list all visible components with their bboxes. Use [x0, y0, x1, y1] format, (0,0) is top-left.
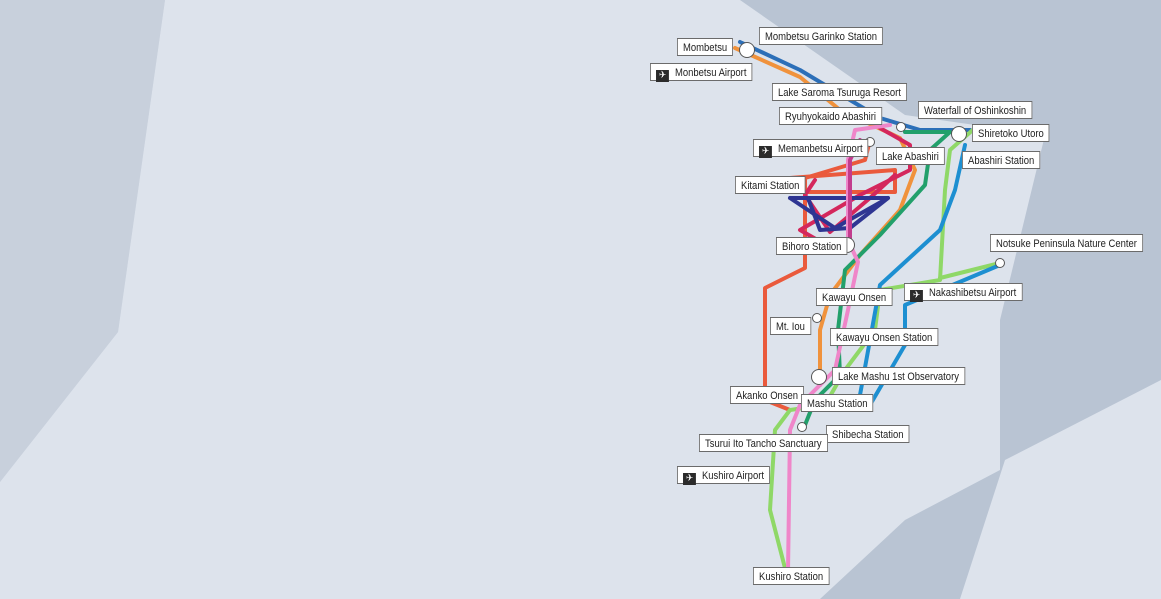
station-marker-shiretoko[interactable] [951, 126, 967, 142]
label-bihoro[interactable]: Bihoro Station [776, 237, 848, 255]
label-kawayu-station[interactable]: Kawayu Onsen Station [830, 328, 939, 346]
route-line-green [803, 130, 952, 427]
land-left [0, 0, 165, 482]
airplane-icon: ✈ [683, 473, 696, 485]
label-lake-saroma[interactable]: Lake Saroma Tsuruga Resort [772, 83, 907, 101]
label-text: Nakashibetsu Airport [928, 287, 1017, 299]
airplane-icon: ✈ [759, 146, 772, 158]
station-marker-mt-iou[interactable] [812, 313, 822, 323]
label-tsurui[interactable]: Tsurui Ito Tancho Sanctuary [699, 434, 828, 452]
land-east [960, 380, 1161, 599]
label-akanko[interactable]: Akanko Onsen [730, 386, 805, 404]
label-lake-mashu[interactable]: Lake Mashu 1st Observatory [832, 367, 965, 385]
route-line-crimson-2 [803, 173, 897, 234]
station-marker-lake-mashu[interactable] [811, 369, 827, 385]
label-abashiri-station[interactable]: Abashiri Station [962, 151, 1041, 169]
label-mombetsu[interactable]: Mombetsu [677, 38, 734, 56]
label-kushiro-station[interactable]: Kushiro Station [753, 567, 830, 585]
label-text: Kushiro Airport [701, 470, 764, 482]
label-monbetsu-airport[interactable]: ✈ Monbetsu Airport [650, 63, 753, 82]
airplane-icon: ✈ [656, 70, 669, 82]
label-mt-iou[interactable]: Mt. Iou [770, 317, 811, 335]
label-nakashibetsu[interactable]: ✈ Nakashibetsu Airport [904, 283, 1023, 302]
route-line-light-green-notsuke [938, 261, 1002, 280]
airplane-icon: ✈ [910, 290, 923, 302]
route-line-navy-2 [806, 196, 890, 232]
label-text: Monbetsu Airport [674, 67, 747, 79]
station-marker-waterfall[interactable] [896, 122, 906, 132]
label-kitami[interactable]: Kitami Station [735, 176, 806, 194]
station-marker-tsurui[interactable] [797, 422, 807, 432]
station-marker-mombetsu[interactable] [739, 42, 755, 58]
label-shiretoko[interactable]: Shiretoko Utoro [972, 124, 1050, 142]
label-ryuhyokaido[interactable]: Ryuhyokaido Abashiri [779, 107, 883, 125]
station-marker-notsuke[interactable] [995, 258, 1005, 268]
label-text: Memanbetsu Airport [777, 143, 863, 155]
label-memanbetsu[interactable]: ✈ Memanbetsu Airport [753, 139, 869, 158]
label-lake-abashiri[interactable]: Lake Abashiri [876, 147, 945, 165]
label-shibecha[interactable]: Shibecha Station [826, 425, 910, 443]
label-waterfall[interactable]: Waterfall of Oshinkoshin [918, 101, 1033, 119]
label-mashu-station[interactable]: Mashu Station [801, 394, 874, 412]
label-mombetsu-garinko[interactable]: Mombetsu Garinko Station [759, 27, 884, 45]
label-kawayu-onsen[interactable]: Kawayu Onsen [816, 288, 893, 306]
label-kushiro-airport[interactable]: ✈ Kushiro Airport [677, 466, 771, 485]
label-notsuke[interactable]: Notsuke Peninsula Nature Center [990, 234, 1143, 252]
